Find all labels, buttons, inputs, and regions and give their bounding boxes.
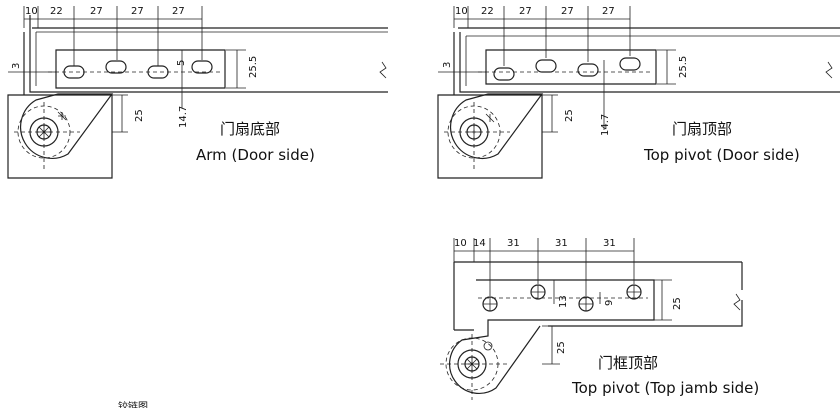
slot-1 xyxy=(63,65,85,79)
star-mark xyxy=(57,111,67,121)
slot-3 xyxy=(577,63,599,77)
dim-25-lines xyxy=(542,325,560,365)
dim-3: 3 xyxy=(442,62,453,68)
dim-14: 14 xyxy=(473,238,486,249)
caption-cn: 门扇底部 xyxy=(220,120,280,138)
dim-25-5: 25.5 xyxy=(248,56,259,78)
pivot-radius xyxy=(447,105,501,159)
dim-9: 9 xyxy=(604,300,615,306)
slot-4 xyxy=(191,60,213,74)
star-mark xyxy=(485,113,495,123)
pivot-bracket xyxy=(437,94,543,179)
dim-31b: 31 xyxy=(555,238,568,249)
door-inner-line xyxy=(35,31,388,86)
pivot-centerlines xyxy=(444,102,510,170)
bottom-left-label: 铰链图 xyxy=(118,400,148,408)
jamb-outline xyxy=(453,261,743,330)
dimension-ext-lines xyxy=(453,6,631,66)
figure-top-pivot-jamb-side: 10 14 31 31 31 13 9 25 25 门框顶部 Top pivot… xyxy=(440,238,759,400)
slot-2 xyxy=(105,60,127,74)
slot-2 xyxy=(535,59,557,73)
door-inner-line xyxy=(465,35,840,86)
pivot-centerlines xyxy=(14,102,80,170)
dim-27c: 27 xyxy=(172,6,185,17)
dim-25-lines xyxy=(112,94,128,133)
dim-22: 22 xyxy=(481,6,494,17)
caption-en: Top pivot (Top jamb side) xyxy=(571,379,759,397)
dim-25: 25 xyxy=(564,109,575,122)
dim-31c: 31 xyxy=(603,238,616,249)
hole-crosses xyxy=(483,285,641,311)
pivot-arm xyxy=(20,93,114,159)
slot-4 xyxy=(619,57,641,71)
pivot-radius xyxy=(17,105,71,159)
caption-en: Top pivot (Door side) xyxy=(643,146,800,164)
door-leaf-outline xyxy=(29,15,388,93)
small-hole xyxy=(483,341,493,351)
dim-31a: 31 xyxy=(507,238,520,249)
dim-10: 10 xyxy=(25,6,38,17)
dim-25-right: 25 xyxy=(672,297,683,310)
caption-cn: 门扇顶部 xyxy=(672,120,732,138)
dim-10: 10 xyxy=(455,6,468,17)
jamb-lower-lines xyxy=(454,300,743,331)
dimension-ext-lines xyxy=(23,6,203,66)
dim-25-5: 25.5 xyxy=(678,56,689,78)
dim-25-lines-right xyxy=(654,279,672,321)
dim-3: 3 xyxy=(11,63,22,69)
dim-27a: 27 xyxy=(90,6,103,17)
pivot-arm xyxy=(450,93,544,159)
dim-13: 13 xyxy=(558,295,569,308)
dim-27c: 27 xyxy=(602,6,615,17)
break-mark xyxy=(825,61,833,79)
pivot-plate xyxy=(485,49,657,85)
dim-14-7: 14.7 xyxy=(600,114,611,136)
dim-25-lines xyxy=(542,94,558,133)
pivot-centerlines xyxy=(440,334,510,400)
break-mark xyxy=(379,61,387,79)
dim-25-5-lines xyxy=(657,49,676,85)
figure-arm-door-side: 10 22 27 27 27 3 25.5 5 14.7 25 门扇底部 Arm… xyxy=(7,6,388,179)
dimension-ext-lines xyxy=(453,238,635,296)
jamb-plate xyxy=(449,279,655,395)
arm-plate xyxy=(55,49,226,89)
dim-25-5-lines xyxy=(226,49,246,89)
break-mark xyxy=(733,293,741,311)
dim-5: 5 xyxy=(176,60,187,66)
dim-22: 22 xyxy=(50,6,63,17)
dim-10: 10 xyxy=(454,238,467,249)
dim-27b: 27 xyxy=(561,6,574,17)
dim-27a: 27 xyxy=(519,6,532,17)
slot-3 xyxy=(147,65,169,79)
dim-27b: 27 xyxy=(131,6,144,17)
caption-cn: 门框顶部 xyxy=(598,354,658,372)
pivot-bracket xyxy=(7,94,113,179)
dim-25: 25 xyxy=(134,109,145,122)
figure-top-pivot-door-side: 10 22 27 27 27 3 25.5 14.7 25 门扇顶部 Top p… xyxy=(437,6,840,179)
door-leaf-outline xyxy=(459,32,840,93)
dim-14-7: 14.7 xyxy=(178,106,189,128)
dim-25: 25 xyxy=(556,341,567,354)
caption-en: Arm (Door side) xyxy=(196,146,315,164)
slot-1 xyxy=(493,67,515,81)
